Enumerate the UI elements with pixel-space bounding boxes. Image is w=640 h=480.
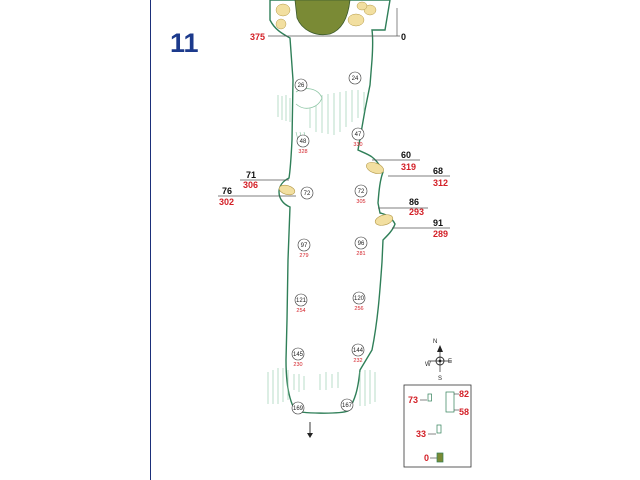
marker-m11: 145 230 — [291, 347, 305, 368]
yardage-markers: 26 24 48 328 47 330 72 72 305 97 279 — [291, 71, 368, 415]
label-60-red: 319 — [401, 162, 416, 172]
tee-top-black: 0 — [401, 32, 406, 42]
compass-n: N — [433, 339, 437, 345]
tee-legend: 73 82 58 33 0 — [403, 384, 472, 468]
svg-text:120: 120 — [354, 296, 365, 302]
marker-m5: 72 — [300, 186, 314, 200]
label-71-red: 306 — [243, 180, 258, 190]
svg-text:144: 144 — [353, 348, 364, 354]
svg-text:232: 232 — [353, 358, 362, 364]
label-68-black: 68 — [433, 166, 443, 176]
svg-text:254: 254 — [296, 308, 305, 314]
label-91-red: 289 — [433, 229, 448, 239]
svg-text:281: 281 — [356, 251, 365, 257]
green — [294, 0, 351, 36]
bunker-left-71 — [278, 184, 296, 196]
marker-m13: 169 — [291, 401, 305, 415]
marker-m14: 167 — [340, 398, 354, 412]
label-91-black: 91 — [433, 218, 443, 228]
svg-text:48: 48 — [300, 139, 307, 145]
svg-text:72: 72 — [358, 189, 365, 195]
svg-text:47: 47 — [355, 132, 362, 138]
svg-text:97: 97 — [301, 243, 308, 249]
label-68-red: 312 — [433, 178, 448, 188]
compass-e: E — [448, 359, 452, 365]
svg-text:256: 256 — [354, 306, 363, 312]
marker-m9: 121 254 — [294, 293, 308, 314]
hole-number: 11 — [170, 28, 199, 58]
marker-m1: 26 — [294, 78, 308, 92]
svg-text:328: 328 — [298, 149, 307, 155]
marker-m10: 120 256 — [352, 291, 366, 312]
svg-text:279: 279 — [299, 253, 308, 259]
svg-text:230: 230 — [293, 362, 302, 368]
tee-legend-82: 82 — [459, 389, 469, 399]
greenside-bunker-right-1 — [347, 13, 365, 27]
tee-top-red: 375 — [250, 32, 265, 42]
svg-text:330: 330 — [353, 142, 362, 148]
tee-legend-0: 0 — [424, 453, 429, 463]
marker-m8: 96 281 — [354, 236, 368, 257]
label-76-black: 76 — [222, 186, 232, 196]
bunker-right-60 — [366, 162, 384, 174]
marker-m12: 144 232 — [351, 343, 365, 364]
svg-text:169: 169 — [293, 406, 304, 412]
svg-text:167: 167 — [342, 403, 353, 409]
label-76-red: 302 — [219, 197, 234, 207]
svg-text:26: 26 — [298, 83, 305, 89]
svg-text:96: 96 — [358, 241, 365, 247]
marker-m7: 97 279 — [297, 238, 311, 259]
marker-m2: 24 — [348, 71, 362, 85]
marker-m6: 72 305 — [354, 184, 368, 205]
label-86-red: 293 — [409, 207, 424, 217]
marker-m4: 47 330 — [351, 127, 365, 148]
page-divider-line — [150, 0, 151, 480]
greenside-bunker-left-2 — [275, 18, 287, 30]
tee-legend-73: 73 — [408, 395, 418, 405]
greenside-bunker-right-2 — [363, 4, 377, 16]
compass-s: S — [438, 376, 442, 382]
bunker-right-86 — [374, 214, 394, 226]
direction-arrow-icon — [307, 422, 313, 438]
hole-outline — [269, 0, 396, 414]
compass-icon: N S E W — [425, 339, 452, 382]
greenside-bunker-right-3 — [356, 1, 368, 11]
greenside-bunker-left-1 — [275, 3, 291, 17]
rough-hatching — [267, 90, 376, 406]
svg-text:121: 121 — [296, 298, 307, 304]
svg-text:145: 145 — [293, 352, 304, 358]
label-71-black: 71 — [246, 170, 256, 180]
distance-label-lines — [218, 159, 450, 229]
compass-w: W — [425, 362, 431, 368]
label-60-black: 60 — [401, 150, 411, 160]
tee-legend-33: 33 — [416, 429, 426, 439]
tee-legend-58: 58 — [459, 407, 469, 417]
svg-text:72: 72 — [304, 191, 311, 197]
label-86-black: 86 — [409, 197, 419, 207]
svg-text:24: 24 — [352, 76, 359, 82]
svg-text:305: 305 — [356, 199, 365, 205]
marker-m3: 48 328 — [296, 134, 310, 155]
